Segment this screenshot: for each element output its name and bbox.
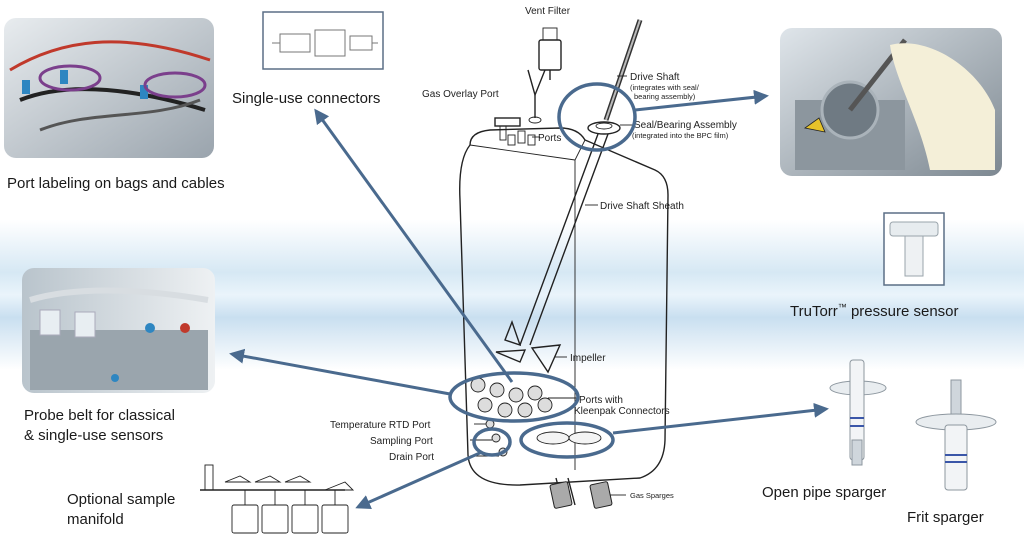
frit-sparger-image [915, 379, 997, 491]
drive-shaft [587, 19, 643, 135]
drive-shaft-sheath [519, 133, 609, 346]
trutorr-label: TruTorr™ pressure sensor [790, 302, 959, 320]
temperature-rtd-label: Temperature RTD Port [330, 420, 431, 431]
open-pipe-sparger-image [829, 359, 887, 466]
drive-shaft-label: Drive Shaft [630, 72, 680, 83]
trutorr-sensor-image [883, 212, 945, 286]
gas-sparges-label: Gas Sparges [630, 491, 674, 500]
gas-sparge-tubes [549, 477, 613, 509]
seal-highlight-ring [557, 82, 637, 152]
probe-belt-label-line1: Probe belt for classical [24, 407, 175, 424]
drive-shaft-sheath-label: Drive Shaft Sheath [600, 201, 684, 212]
single-use-connectors-label: Single-use connectors [232, 90, 380, 107]
port-labeling-label: Port labeling on bags and cables [7, 175, 225, 192]
drive-shaft-note1: (integrates with seal/ [630, 83, 700, 92]
arrow-to-spargers [612, 402, 829, 435]
ports-with-label-line2: Kleenpak Connectors [574, 406, 670, 417]
impeller [495, 319, 562, 374]
sparger-highlight-ring [519, 421, 615, 459]
sample-manifold-label-line1: Optional sample [67, 491, 175, 508]
sample-manifold-drawing [200, 464, 355, 534]
single-use-connectors-image [262, 11, 384, 70]
port-labeling-photo [4, 18, 214, 158]
kleenpak-ports [470, 377, 553, 418]
lower-ports [485, 419, 508, 457]
arrow-to-connectors [314, 108, 514, 383]
impeller-label: Impeller [570, 353, 606, 364]
open-pipe-sparger-label: Open pipe sparger [762, 484, 886, 501]
arrow-to-probe-belt [229, 348, 451, 396]
probe-belt-photo [22, 268, 215, 393]
bag-spargers [536, 431, 602, 445]
probe-belt-label-line2: & single-use sensors [24, 427, 163, 444]
seal-bearing-label: Seal/Bearing Assembly [634, 120, 737, 131]
sample-manifold-label-line2: manifold [67, 511, 124, 528]
sampling-port-label: Sampling Port [370, 436, 433, 447]
kleenpak-highlight-ring [448, 371, 580, 423]
ports-with-label-line1: Ports with [579, 395, 623, 406]
vent-filter-label: Vent Filter [525, 6, 571, 17]
gas-overlay-port-label: Gas Overlay Port [422, 89, 499, 100]
seal-bearing-note: (integrated into the BPC film) [632, 131, 729, 140]
arrow-to-seal-photo [634, 89, 769, 112]
gas-overlay-port [494, 117, 521, 141]
seal-assembly-photo [780, 28, 1002, 176]
ports-label: Ports [538, 133, 561, 144]
frit-sparger-label: Frit sparger [907, 509, 984, 526]
top-ports [507, 130, 536, 146]
arrow-to-manifold [355, 450, 483, 509]
drive-shaft-note2: bearing assembly) [634, 92, 696, 101]
sampling-highlight-ring [472, 427, 512, 457]
vent-filter [527, 27, 562, 124]
drain-port-label: Drain Port [389, 452, 434, 463]
